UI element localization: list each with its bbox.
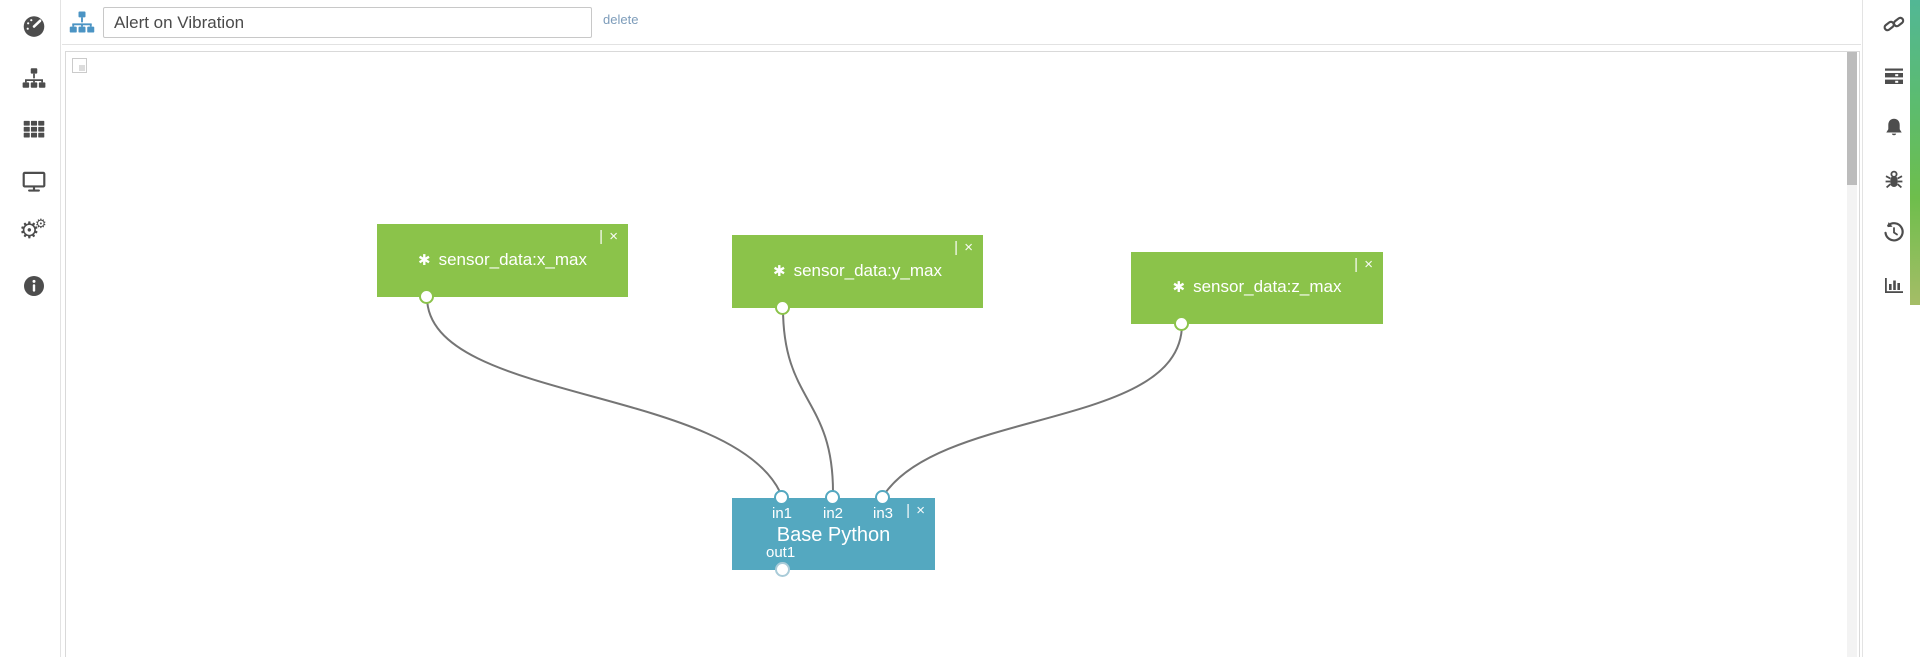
port-label-out1: out1 xyxy=(766,544,796,561)
sidebar-item-analytics[interactable] xyxy=(1879,269,1909,299)
flow-sitemap-icon xyxy=(68,8,96,36)
node-label-row: ✱ sensor_data:y_max xyxy=(732,235,983,308)
node-sensor-data-y-max[interactable]: | × ✱ sensor_data:y_max xyxy=(732,235,983,308)
bell-icon xyxy=(1882,116,1906,140)
sidebar-item-debug[interactable] xyxy=(1879,165,1909,195)
node-sensor-data-z-max[interactable]: | × ✱ sensor_data:z_max xyxy=(1131,252,1383,324)
node-label: sensor_data:y_max xyxy=(793,260,942,280)
sidebar-left: ⚙ ⚙ xyxy=(0,0,61,657)
sidebar-item-displays[interactable] xyxy=(19,166,49,196)
asterisk-icon: ✱ xyxy=(418,250,431,269)
port-label-in1: in1 xyxy=(771,505,793,522)
sidebar-item-settings[interactable]: ⚙ ⚙ xyxy=(19,218,49,248)
node-label: sensor_data:z_max xyxy=(1193,277,1342,296)
server-icon xyxy=(1882,64,1906,88)
port-in2[interactable] xyxy=(825,490,840,505)
link-icon xyxy=(1882,12,1906,36)
right-accent-strip xyxy=(1910,0,1920,305)
sidebar-item-server[interactable] xyxy=(1879,61,1909,91)
wire-xmax-to-in1[interactable] xyxy=(426,296,781,493)
close-icon[interactable]: | × xyxy=(599,228,619,245)
close-icon[interactable]: | × xyxy=(954,239,974,256)
port-label-in3: in3 xyxy=(872,505,894,522)
port-label-in2: in2 xyxy=(822,505,844,522)
port-in3[interactable] xyxy=(875,490,890,505)
gauge-icon xyxy=(21,13,47,39)
monitor-icon xyxy=(21,168,47,194)
sidebar-item-tables[interactable] xyxy=(19,114,49,144)
close-icon[interactable]: | × xyxy=(1354,256,1374,273)
node-label: sensor_data:x_max xyxy=(438,249,587,269)
canvas-scrollbar-track[interactable] xyxy=(1847,52,1857,657)
bug-icon xyxy=(1882,168,1906,192)
node-label: Base Python xyxy=(776,524,891,546)
node-label-row: ✱ sensor_data:z_max xyxy=(1131,252,1383,324)
delete-flow-link[interactable]: delete xyxy=(603,12,639,27)
bar-chart-icon xyxy=(1882,272,1906,296)
gear-small-glyph: ⚙ xyxy=(35,217,47,232)
sidebar-item-links[interactable] xyxy=(1879,9,1909,39)
gears-icon: ⚙ ⚙ xyxy=(19,218,49,248)
sidebar-item-flows[interactable] xyxy=(19,63,49,93)
sidebar-item-history[interactable] xyxy=(1879,217,1909,247)
node-sensor-data-x-max[interactable]: | × ✱ sensor_data:x_max xyxy=(377,224,628,297)
table-icon xyxy=(21,116,47,142)
sidebar-item-alerts[interactable] xyxy=(1879,113,1909,143)
sidebar-item-info[interactable] xyxy=(19,271,49,301)
port-ymax-out[interactable] xyxy=(775,300,790,315)
port-out1[interactable] xyxy=(775,562,790,577)
history-icon xyxy=(1882,220,1906,244)
gear-big-glyph: ⚙ xyxy=(19,218,40,244)
close-icon[interactable]: | × xyxy=(906,502,926,519)
asterisk-icon: ✱ xyxy=(773,261,786,280)
wire-zmax-to-in3[interactable] xyxy=(885,323,1183,493)
canvas-scrollbar-thumb[interactable] xyxy=(1847,52,1857,185)
node-label-row: ✱ sensor_data:x_max xyxy=(377,224,628,297)
wire-ymax-to-in2[interactable] xyxy=(782,307,834,493)
flow-title-input[interactable] xyxy=(103,7,592,38)
port-xmax-out[interactable] xyxy=(419,289,434,304)
select-all-checkbox[interactable] xyxy=(72,58,87,73)
sitemap-icon xyxy=(21,65,47,91)
flow-canvas[interactable] xyxy=(65,51,1860,657)
asterisk-icon: ✱ xyxy=(1172,278,1186,296)
port-in1[interactable] xyxy=(774,490,789,505)
sidebar-item-dashboard[interactable] xyxy=(19,11,49,41)
node-base-python[interactable]: in1 in2 in3 | × Base Python out1 xyxy=(732,498,935,570)
info-icon xyxy=(22,274,46,298)
port-zmax-out[interactable] xyxy=(1174,316,1189,331)
